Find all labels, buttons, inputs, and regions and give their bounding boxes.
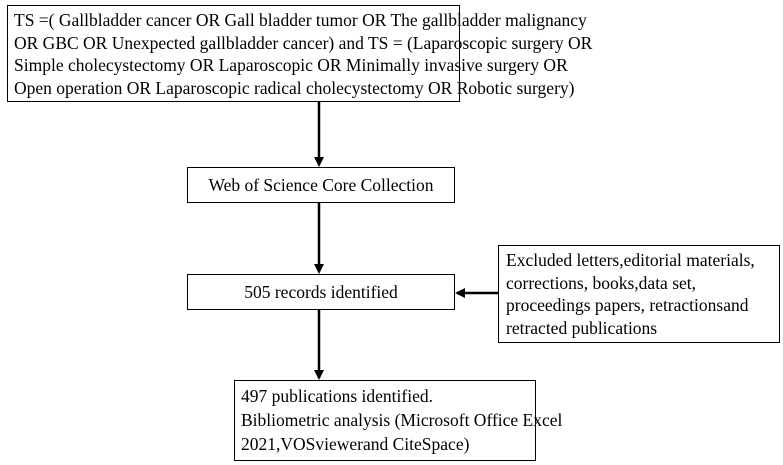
exclusion-criteria-box: Excluded letters,editorial materials, co… xyxy=(498,245,780,343)
excluded-line: Excluded letters,editorial materials, xyxy=(506,250,755,270)
query-line: TS =( Gallbladder cancer OR Gall bladder… xyxy=(14,10,587,30)
search-query-box: TS =( Gallbladder cancer OR Gall bladder… xyxy=(7,5,593,102)
final-line: Bibliometric analysis (Microsoft Office … xyxy=(241,410,563,430)
query-line: Open operation OR Laparoscopic radical c… xyxy=(14,77,575,98)
excluded-line: retracted publications xyxy=(506,317,658,338)
records-label: 505 records identified xyxy=(244,282,398,302)
query-line: Simple cholecystectomy OR Laparoscopic O… xyxy=(14,55,568,75)
final-line: 497 publications identified. xyxy=(241,386,433,406)
excluded-line: proceedings papers, retractionsand xyxy=(506,295,749,315)
records-identified-box: 505 records identified xyxy=(187,274,455,310)
query-line: OR GBC OR Unexpected gallbladder cancer)… xyxy=(14,32,593,53)
database-label: Web of Science Core Collection xyxy=(208,175,434,195)
final-line: 2021,VOSviewerand CiteSpace) xyxy=(241,434,470,454)
database-box: Web of Science Core Collection xyxy=(187,167,455,203)
final-publications-box: 497 publications identified. Bibliometri… xyxy=(234,380,563,461)
excluded-line: corrections, books,data set, xyxy=(506,272,697,293)
